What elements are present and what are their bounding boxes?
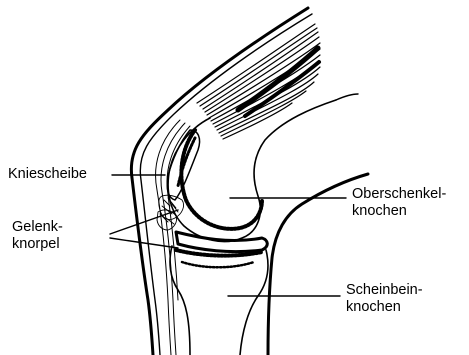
label-schienbeinknochen-line2: knochen <box>346 299 423 316</box>
tibia-inner-line <box>182 262 254 267</box>
skin-inner-line <box>140 14 312 355</box>
label-gelenkknorpel: Gelenk- knorpel <box>12 219 63 253</box>
label-kniescheibe: Kniescheibe <box>8 166 87 183</box>
label-oberschenkelknochen-line2: knochen <box>352 203 446 220</box>
label-oberschenkelknochen-line1: Oberschenkel- <box>352 186 446 203</box>
skin-outline-front <box>131 8 308 355</box>
label-oberschenkelknochen: Oberschenkel- knochen <box>352 186 446 220</box>
label-kniescheibe-text: Kniescheibe <box>8 166 87 183</box>
label-gelenkknorpel-line2: knorpel <box>12 236 63 253</box>
leader-gelenkknorpel-lower <box>110 238 178 248</box>
femur-shaft-line <box>336 94 358 100</box>
femur-cartilage <box>181 130 262 229</box>
label-schienbeinknochen: Scheinbein- knochen <box>346 282 423 316</box>
label-schienbeinknochen-line1: Scheinbein- <box>346 282 423 299</box>
label-gelenkknorpel-line1: Gelenk- <box>12 219 63 236</box>
